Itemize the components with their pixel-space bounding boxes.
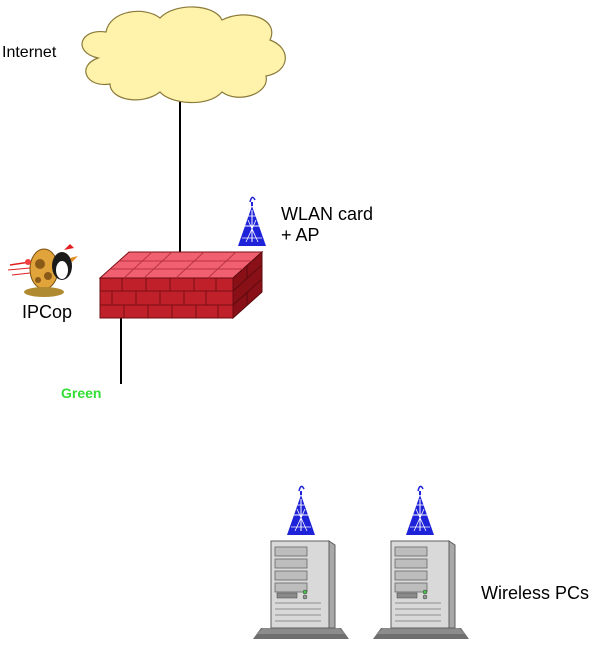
firewall-icon bbox=[98, 250, 264, 320]
ipcop-mascot-icon bbox=[7, 244, 78, 297]
pc-tower-icon bbox=[372, 540, 470, 640]
green-interface-label: Green bbox=[61, 385, 102, 401]
pc-tower-icon bbox=[252, 540, 350, 640]
wlan-card-label: WLAN card + AP bbox=[281, 204, 373, 245]
wlan-card-label-line2: + AP bbox=[281, 224, 320, 245]
antenna-icon bbox=[237, 196, 267, 247]
internet-label: Internet bbox=[2, 44, 57, 61]
wireless-pcs-label: Wireless PCs bbox=[481, 583, 590, 603]
wlan-card-label-line1: WLAN card bbox=[281, 204, 374, 224]
cloud-icon bbox=[81, 6, 286, 104]
antenna-icon bbox=[405, 485, 435, 536]
ipcop-label: IPCop bbox=[22, 302, 73, 322]
antenna-icon bbox=[286, 485, 316, 536]
